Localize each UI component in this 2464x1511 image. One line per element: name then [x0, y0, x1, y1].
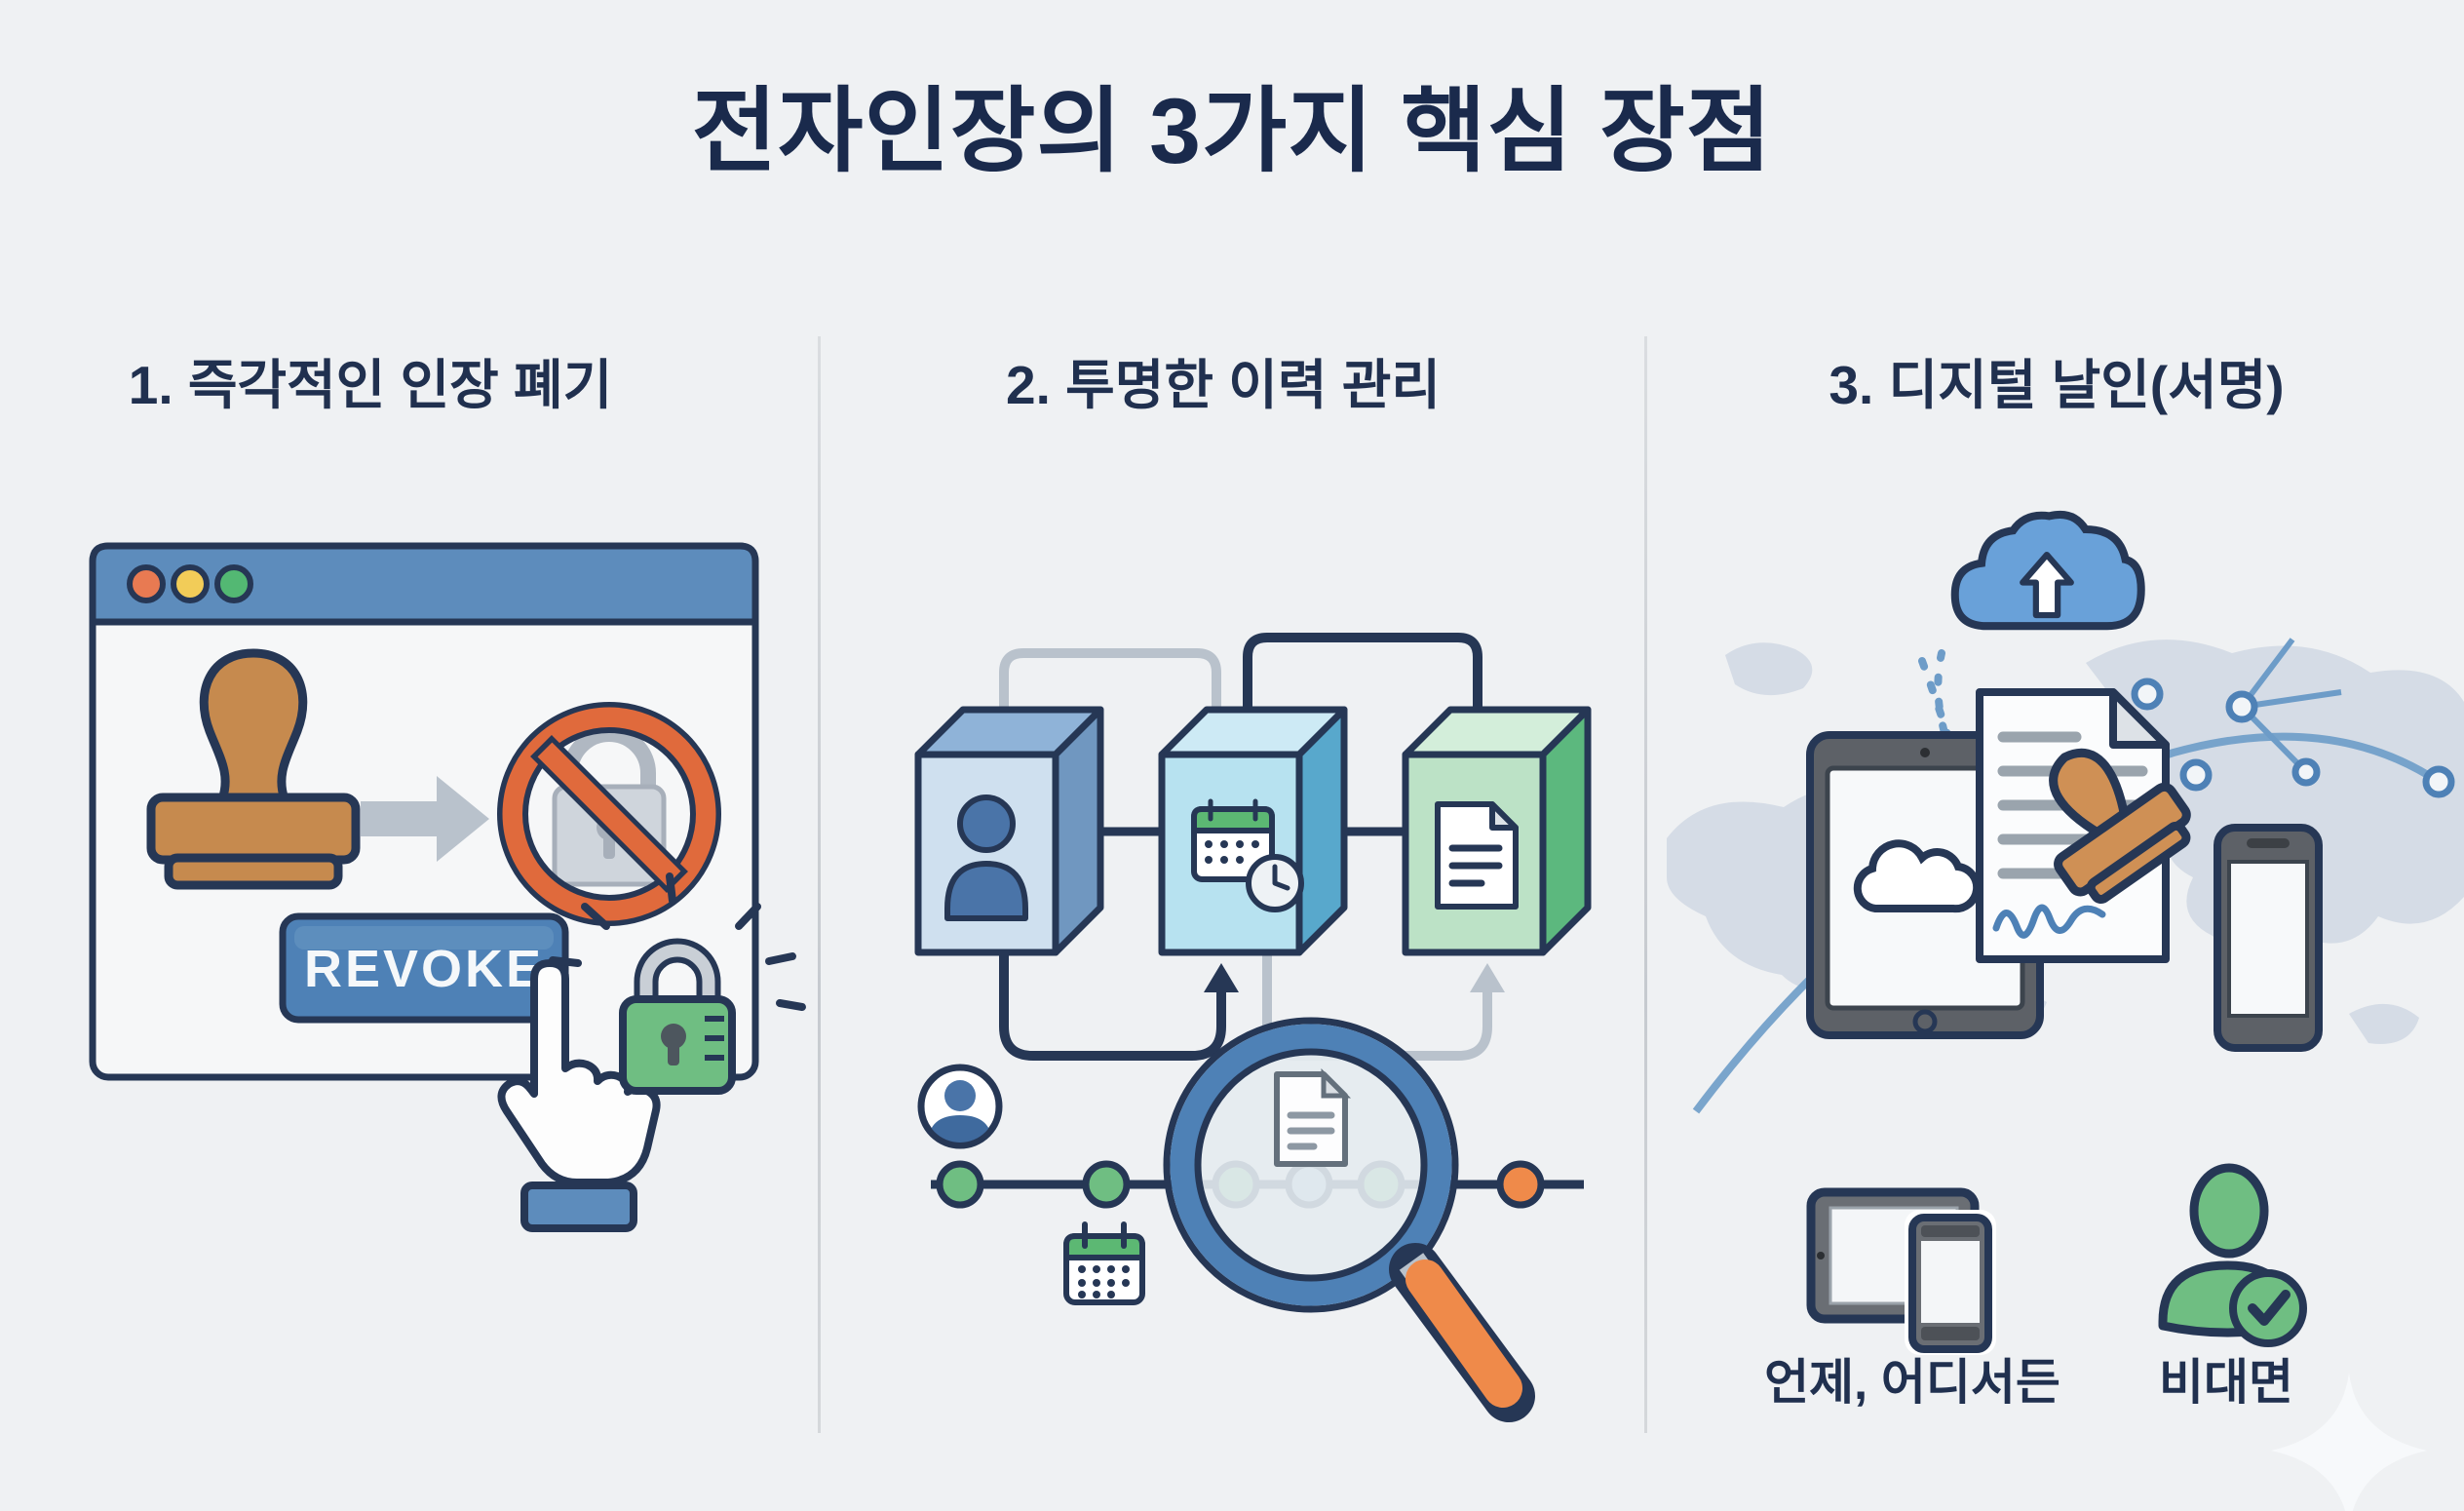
signature-scribble [1992, 904, 2106, 939]
column-1-heading: 1. 즉각적인 인장 폐기 [128, 355, 613, 415]
sparkle-watermark [2271, 1373, 2427, 1511]
column-divider-2 [1644, 336, 1647, 1433]
magnifier-icon [1163, 1017, 1535, 1422]
smartphone-icon [2214, 824, 2323, 1052]
hand-cursor-icon [497, 959, 661, 1232]
user-block-icon [914, 706, 1104, 956]
user-avatar-icon [917, 1064, 1003, 1149]
revoke-button[interactable]: REVOKE [279, 912, 569, 1024]
document-block-icon [1402, 706, 1592, 956]
revoke-button-label: REVOKE [304, 940, 544, 998]
devices-icon [1806, 1187, 1996, 1355]
calendar-clock-block-icon [1158, 706, 1348, 956]
page-title: 전자인장의 3가지 핵심 장점 [691, 80, 1773, 183]
green-padlock-icon [549, 872, 806, 1095]
document-icon [1274, 1067, 1352, 1167]
traffic-light-dots [127, 564, 253, 603]
calendar-icon [1063, 1221, 1145, 1305]
history-timeline-illustration [917, 1017, 1584, 1422]
caption-contactless: 비대면 [2159, 1355, 2293, 1410]
column-3-heading: 3. 디지털 날인(서명) [1829, 355, 2285, 415]
digital-seal-illustration [1667, 510, 2464, 1114]
stamp-icon [2049, 748, 2191, 904]
caption-anywhere: 언제, 어디서든 [1764, 1355, 2060, 1410]
person-check-icon [2158, 1163, 2307, 1347]
arrow-right-icon [361, 776, 489, 862]
history-blocks-illustration [914, 633, 1592, 1061]
column-2-heading: 2. 투명한 이력 관리 [1006, 355, 1441, 415]
cloud-upload-icon [1950, 510, 2145, 631]
column-divider-1 [818, 336, 821, 1433]
rubber-stamp-icon [146, 648, 361, 890]
rays [549, 872, 806, 1011]
no-entry-padlock-icon [497, 702, 721, 926]
revocation-illustration: REVOKE [89, 542, 806, 1232]
